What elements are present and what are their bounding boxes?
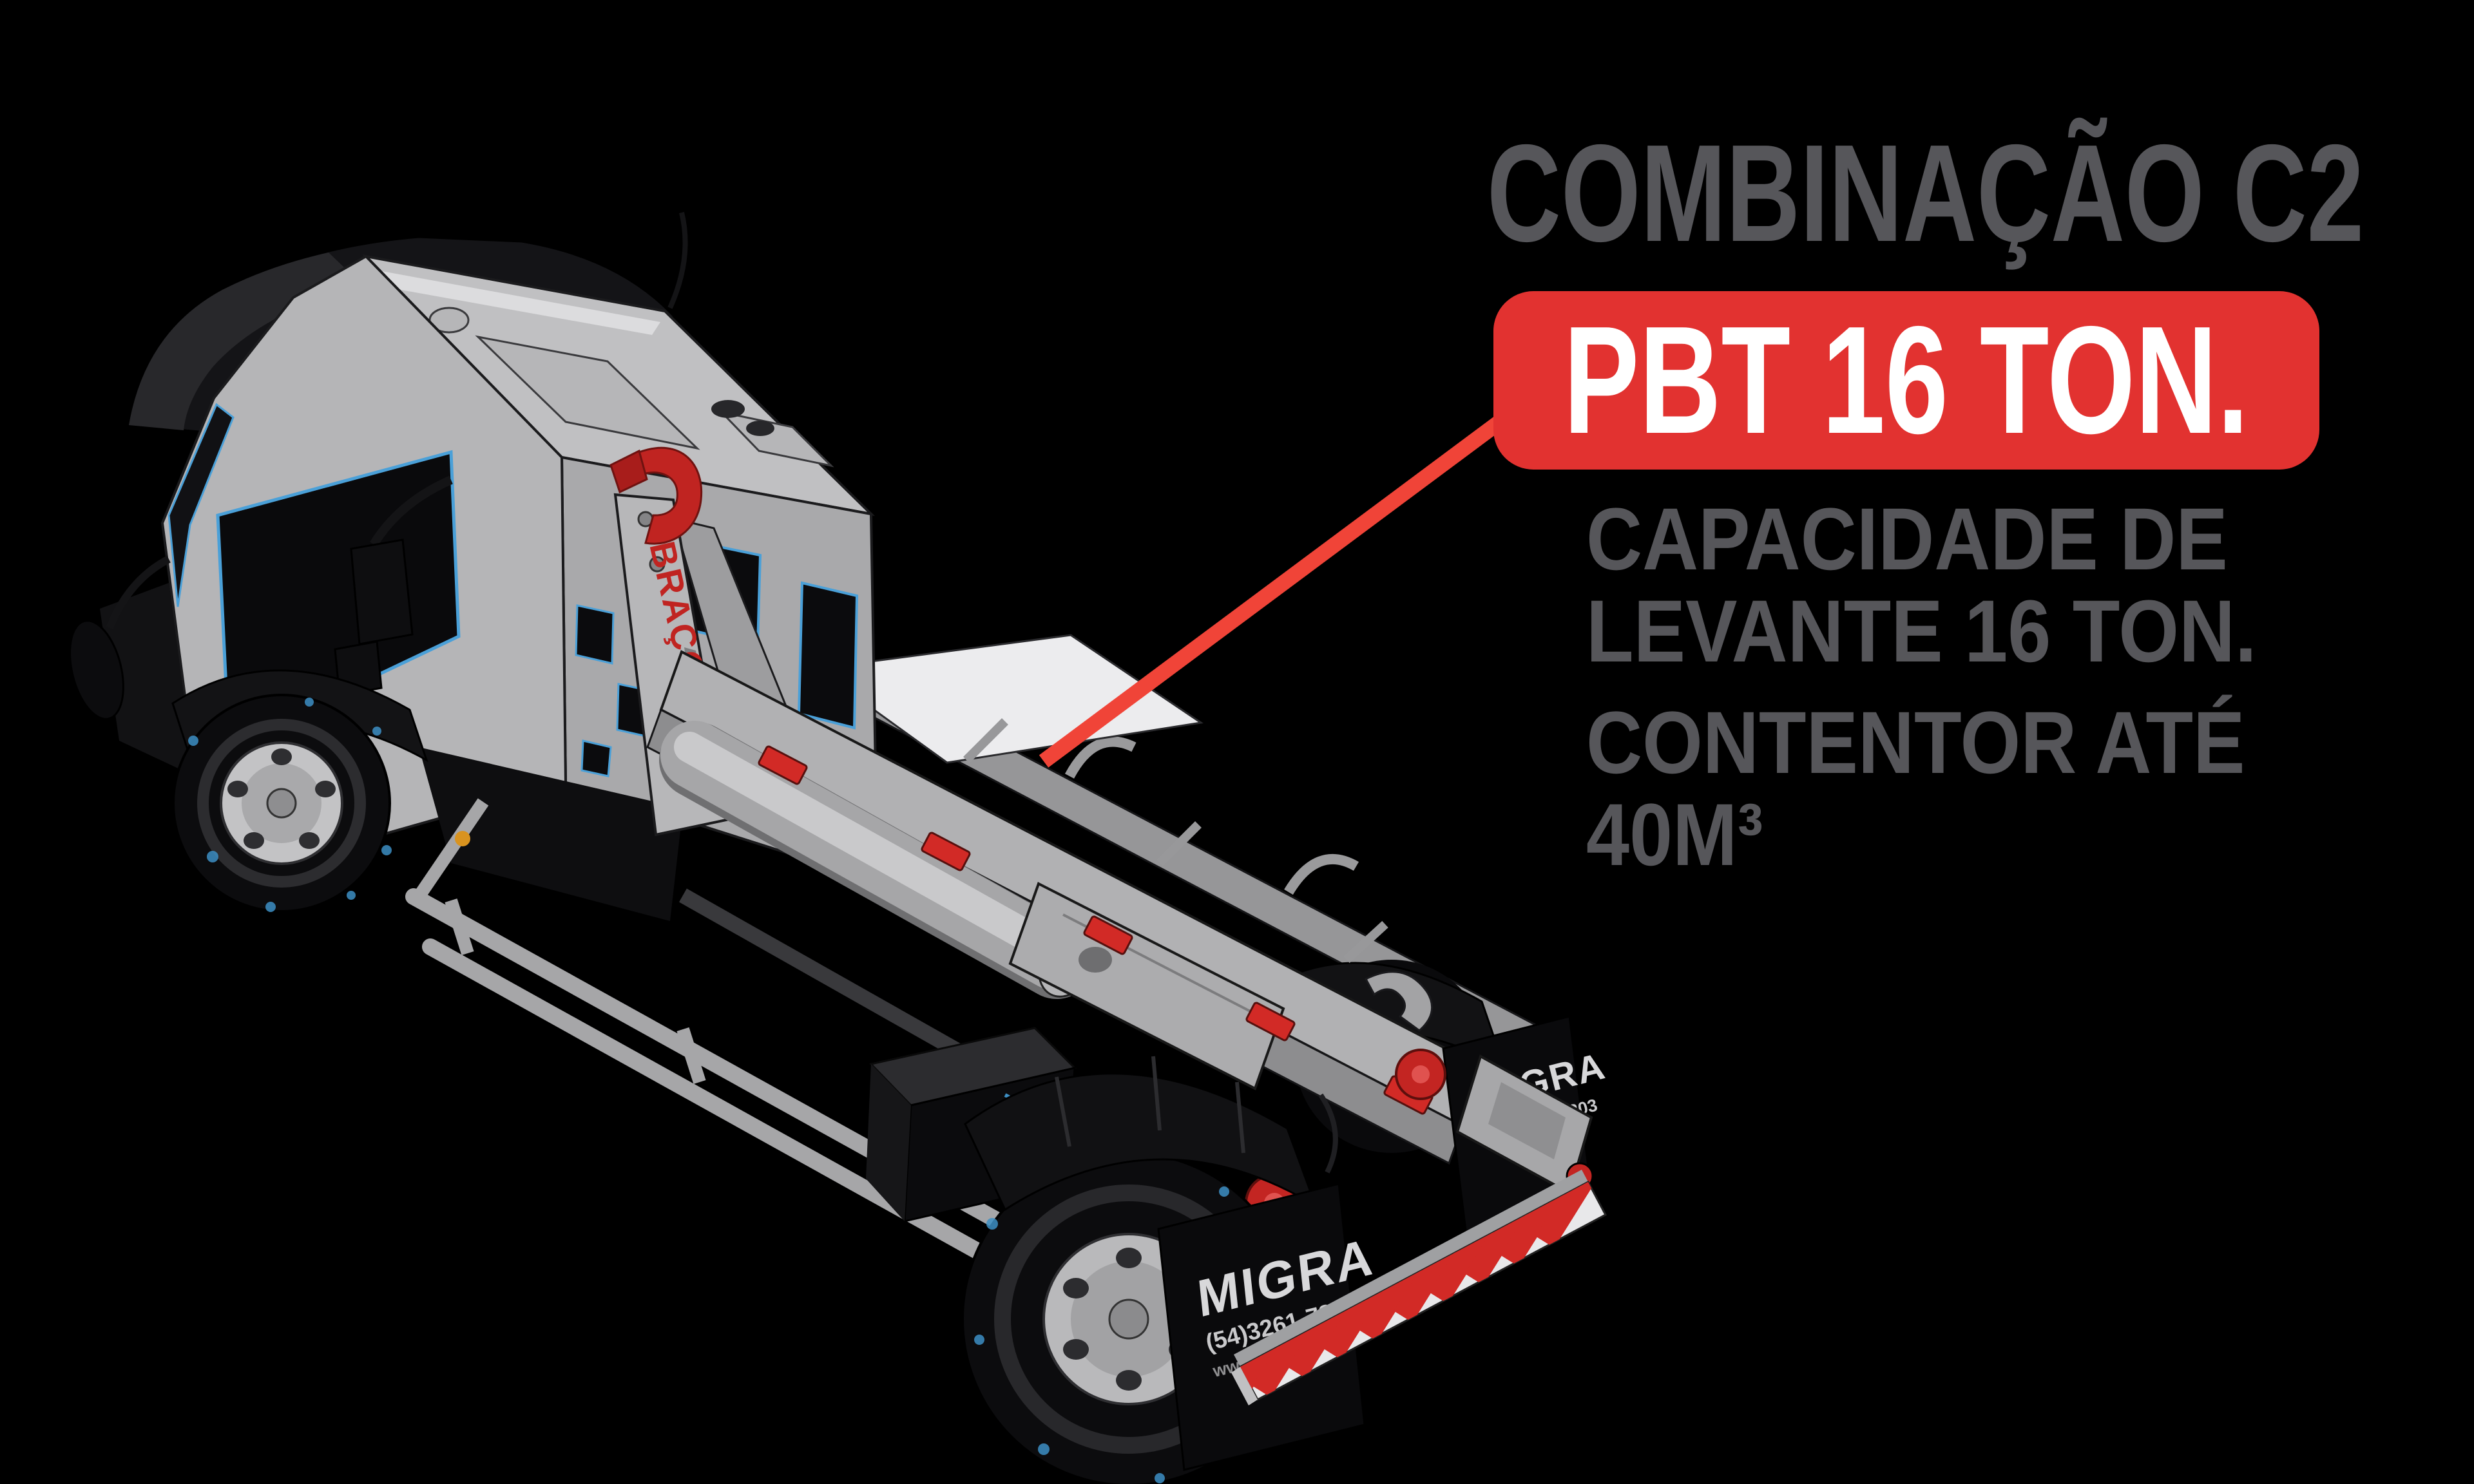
truck: BRAÇO FLEX [69, 212, 1609, 1484]
spec-container-line1: CONTENTOR ATÉ [1586, 694, 2245, 792]
spec-capacity: CAPACIDADE DE LEVANTE 16 TON. [1586, 493, 2348, 678]
underside [419, 747, 683, 921]
headline-text: COMBINAÇÃO C2 [1487, 115, 2364, 271]
reflector-strips [758, 745, 1434, 1115]
headline: COMBINAÇÃO C2 [1487, 122, 2474, 264]
front-wheel [171, 669, 428, 913]
spec-capacity-line2: LEVANTE 16 TON. [1586, 582, 2257, 681]
spec-container: CONTENTOR ATÉ 40M³ [1586, 697, 2348, 881]
spec-list: CAPACIDADE DE LEVANTE 16 TON. CONTENTOR … [1586, 493, 2348, 881]
spec-container-line2: 40M³ [1586, 786, 1763, 884]
pbt-badge-label: PBT 16 TON. [1564, 294, 2249, 466]
pbt-badge: PBT 16 TON. [1493, 291, 2319, 470]
red-hook [609, 446, 703, 545]
rear-bumper-stripes [1231, 1170, 1607, 1405]
connector-line [1039, 402, 1523, 768]
tire-blue-speckles [188, 698, 392, 912]
deck-panel [814, 634, 1204, 764]
chassis-frame: MIGRA (54)3261-7203 [646, 650, 1609, 1237]
spec-capacity-line1: CAPACIDADE DE [1586, 490, 2228, 589]
